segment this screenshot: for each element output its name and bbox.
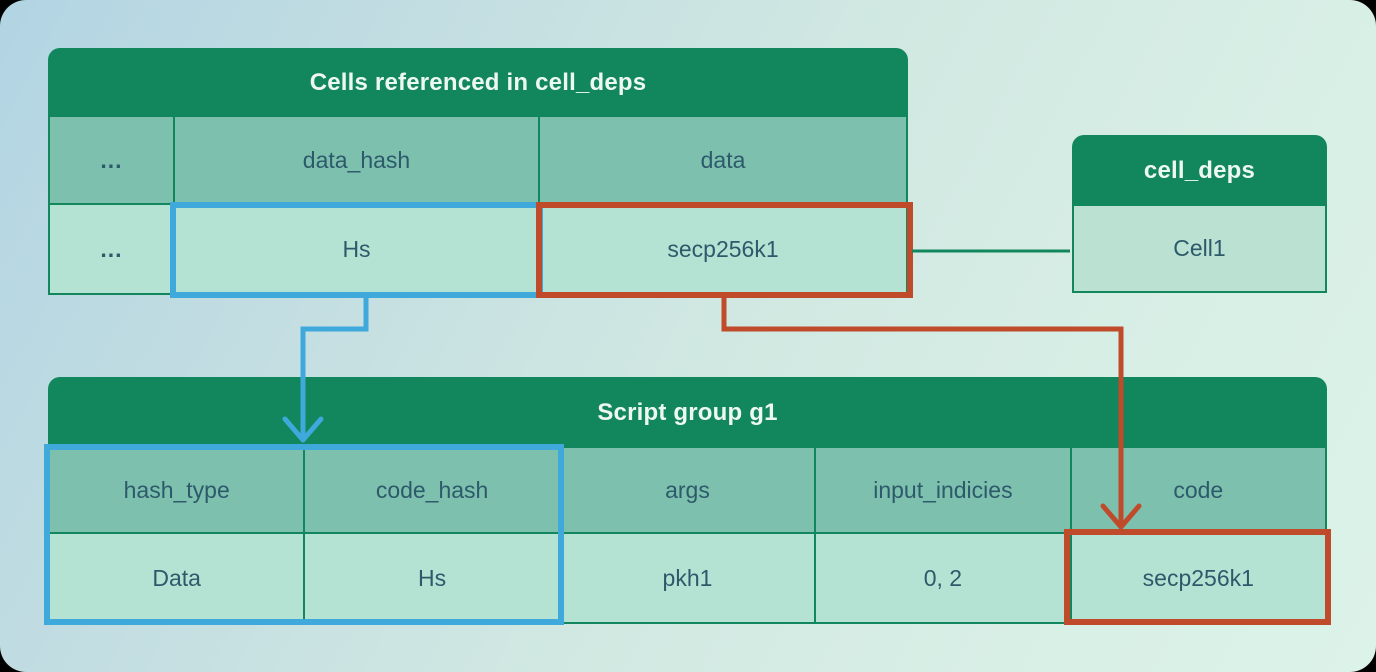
script-table-value-data: Data [50, 534, 304, 622]
script-table-value-pkh1: pkh1 [560, 534, 815, 622]
script-table-label-hash-type: hash_type [50, 448, 304, 532]
top-table-value-ellipsis: ... [50, 205, 173, 293]
cell-deps-value-cell1: Cell1 [1074, 206, 1325, 291]
script-table-label-args: args [560, 448, 815, 532]
script-group-table-title: Script group g1 [597, 398, 778, 426]
cell-deps-table: cell_deps Cell1 [1072, 135, 1327, 293]
cell-deps-table-title: cell_deps [1143, 156, 1256, 184]
top-table-label-data-hash: data_hash [175, 117, 538, 203]
top-table-label-ellipsis: ... [50, 117, 173, 203]
cell-deps-table-grid: Cell1 [1074, 206, 1325, 291]
cells-referenced-table: Cells referenced in cell_deps ... data_h… [48, 48, 908, 295]
script-table-value-secp256k1: secp256k1 [1071, 534, 1325, 622]
script-group-table: Script group g1 hash_type code_hash args… [48, 377, 1327, 624]
script-table-value-input-indicies: 0, 2 [816, 534, 1070, 622]
script-table-label-input-indicies: input_indicies [816, 448, 1070, 532]
cells-referenced-table-title: Cells referenced in cell_deps [309, 68, 647, 96]
top-table-value-hs: Hs [175, 205, 538, 293]
cells-referenced-table-grid: ... data_hash data ... Hs secp256k1 [50, 117, 906, 293]
top-table-label-data: data [540, 117, 906, 203]
script-table-label-code: code [1071, 448, 1325, 532]
top-table-value-secp256k1: secp256k1 [540, 205, 906, 293]
script-table-label-code-hash: code_hash [305, 448, 559, 532]
script-table-value-hs: Hs [305, 534, 559, 622]
script-group-table-grid: hash_type code_hash args input_indicies … [50, 448, 1325, 622]
